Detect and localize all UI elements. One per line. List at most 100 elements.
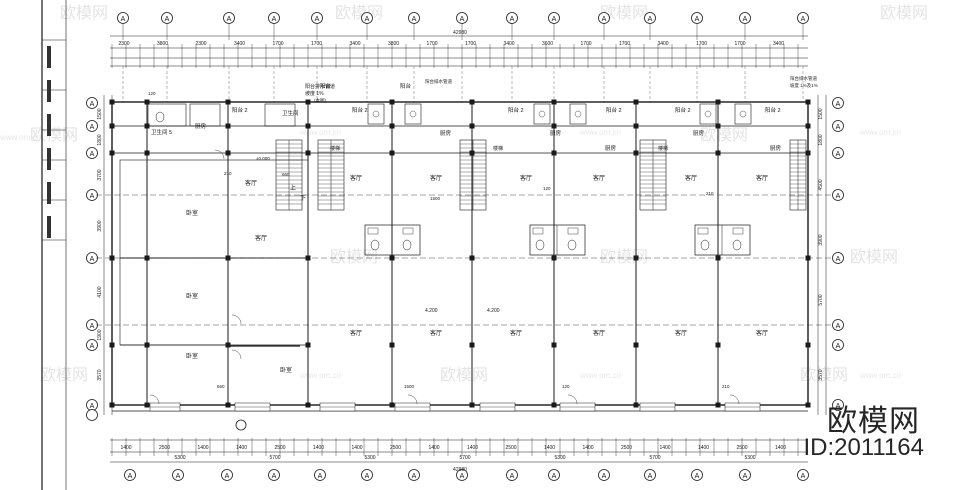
dim-text-bottom-group: 5700 [649,455,660,461]
axis-bubble-left [86,97,98,109]
axis-bubble-right [832,319,844,331]
faint-watermark-url: www.om.cn [859,128,901,137]
axis-bubble-left-label: A [90,193,95,200]
dim-text-small: 210 [706,191,714,196]
dim-text-top: 1700 [734,41,745,47]
faint-watermark: 欧模网 [335,3,383,22]
structural-column [305,123,311,129]
faint-watermark-url: www.om.cn [579,128,621,137]
room-label-living: 客厅 [430,174,442,182]
axis-bubble-left [86,147,98,159]
axis-bubble-bottom-label: A [412,473,417,480]
dim-text-bottom-group: 5300 [744,455,755,461]
room-label-balcony: 阳台 [400,82,412,90]
axis-bubble-bottom [268,469,280,481]
axis-bubble-bottom-label: A [552,473,557,480]
structural-column [225,402,231,408]
dim-text-small: 120 [543,186,551,191]
structural-column [469,150,475,156]
dim-text-bottom: 2500 [505,445,516,451]
dim-text-top: 1700 [580,41,591,47]
structural-column [109,123,115,129]
door-swing [214,149,225,160]
room-label-stair: 楼梯 [658,145,668,152]
dim-text-bottom-group: 5300 [364,455,375,461]
axis-bubble-bottom [797,469,809,481]
axis-bubble-top-label: A [801,16,806,23]
axis-bubble-bottom-label: A [272,473,277,480]
structural-column [551,150,557,156]
axis-bubble-bottom-label: A [225,473,230,480]
title-block-glyph [47,114,51,136]
axis-bubble-right-label: A [836,193,841,200]
axis-bubble-bottom [548,469,560,481]
axis-bubble-bottom [172,469,184,481]
structural-column [633,342,639,348]
structural-column [305,150,311,156]
dim-text-bottom: 1400 [351,445,362,451]
axis-bubble-bottom-label: A [743,473,748,480]
structural-column [469,402,475,408]
axis-bubble-right-label: A [836,151,841,158]
dim-text-right: 1500 [818,108,824,119]
bathroom-pod [364,224,421,256]
stove-burner [739,110,747,118]
door-swing [231,314,242,325]
dim-text-top: 1700 [465,41,476,47]
dim-text-bottom: 2500 [621,445,632,451]
structural-column [109,99,115,105]
dim-text-bottom: 2500 [159,445,170,451]
faint-watermark: 欧模网 [600,3,648,22]
axis-bubble-top [506,12,518,24]
elevation-mark: 4.200 [487,308,500,314]
structural-column [389,255,395,261]
staircases: 上下 [275,139,807,211]
kitchen-1-counter [189,103,221,127]
axis-bubble-top [691,12,703,24]
dim-text-left: 1800 [97,134,103,145]
note-section-mark: (本图) [314,97,326,104]
axis-bubble-top [361,12,373,24]
dim-text-small: 660 [282,172,290,177]
room-label-stair: 楼梯 [330,145,340,152]
axis-bubble-left-label: A [90,151,95,158]
axis-bubble-top-label: A [510,16,515,23]
watermark-id: ID:2011164 [803,434,924,461]
faint-watermark-url: www.om.cn [299,128,341,137]
axis-bubble-right [832,252,844,264]
structural-column [715,342,721,348]
structural-column [109,150,115,156]
room-label-living: 客厅 [756,329,768,337]
room-label-balcony-2: 阳台 2 [508,106,524,114]
axis-bubble-right [832,147,844,159]
structural-column [805,342,811,348]
structural-column [805,150,811,156]
structural-column [715,402,721,408]
axis-bubble-bottom-label: A [176,473,181,480]
axis-bubble-right-label: A [836,124,841,131]
room-labels: 卧室卧室卧室卧室客厅客厅客厅客厅客厅客厅客厅客厅客厅客厅客厅客厅客厅客厅阳台阳台… [151,75,818,374]
faint-watermark: 欧模网 [440,365,488,384]
structural-column [389,342,395,348]
structural-column [633,402,639,408]
structural-column [225,99,231,105]
axis-bubble-left [86,409,98,421]
room-label-bathroom-5: 卫生间 5 [151,128,172,136]
title-block-glyph [47,182,51,204]
structural-column [715,99,721,105]
note-drain-slope: 坡度 1% [305,90,324,97]
outer-wall [111,101,809,406]
toilet-fixture [567,239,577,251]
dim-text-top: 3400 [773,41,784,47]
room-label-living: 客厅 [520,174,532,182]
axis-bubble-top-label: A [165,16,170,23]
axis-bubble-bottom [408,469,420,481]
axis-bubble-bottom-label: A [648,473,653,480]
structural-column [305,342,311,348]
room-label-bedroom: 卧室 [186,352,198,360]
structural-column [551,402,557,408]
faint-watermark-url: www.om.cn [579,371,621,380]
section-bubble [235,419,247,431]
faint-watermark: 欧模网 [40,365,88,384]
